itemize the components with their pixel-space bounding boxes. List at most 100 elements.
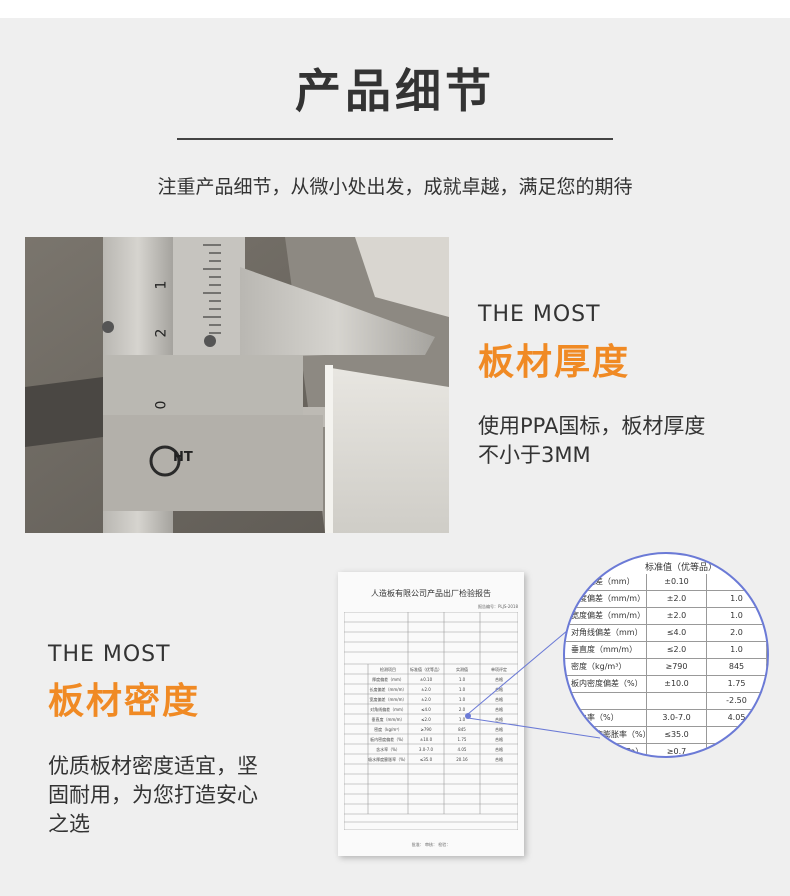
report-row: 含水率（%） 3.0-7.0 4.05 合格 — [368, 745, 518, 755]
report-cell: 3.0-7.0 — [418, 747, 434, 752]
report-cell: 合格 — [495, 717, 503, 722]
report-cell: 标准值（优等品） — [410, 667, 442, 672]
caliper-photo: 1 2 0 HT — [25, 237, 449, 533]
zoom-table-cell: 1.0 — [707, 591, 767, 607]
report-cell: ≤4.0 — [421, 707, 431, 712]
zoom-table-cell — [647, 693, 707, 709]
report-cell: 对角线偏差（mm） — [370, 707, 406, 712]
report-cell: 合格 — [495, 737, 503, 742]
report-footer: 批准： 审核： 检验： — [411, 842, 451, 847]
report-cell: 合格 — [495, 677, 503, 682]
section2-desc-line3: 之选 — [48, 812, 90, 836]
zoom-table-row: 内结合强度（MPa）≥0.7 — [565, 744, 767, 756]
report-cell: 20.16 — [456, 757, 468, 762]
zoom-table-cell: 1.75 — [707, 676, 767, 692]
report-cell: 4.05 — [457, 747, 467, 752]
report-cell: 垂直度（mm/m） — [371, 717, 405, 722]
section2-label-en: THE MOST — [48, 642, 171, 667]
report-paper: 人造板有限公司产品出厂检验报告 报告编号：PLJS-2018 — [338, 572, 524, 856]
zoom-table-cell: ±2.0 — [647, 591, 707, 607]
zoom-table-cell: 4.05 — [707, 710, 767, 726]
zoom-table-cell — [707, 744, 767, 756]
section2-description: 优质板材密度适宜，坚 固耐用，为您打造安心 之选 — [48, 752, 258, 839]
zoom-table-cell: 宽度偏差（mm/m） — [565, 608, 647, 624]
zoom-table-cell: ±2.0 — [647, 608, 707, 624]
zoom-line-top — [467, 619, 581, 715]
zoom-table-cell: 3.0-7.0 — [647, 710, 707, 726]
zoom-table-cell: 厚度偏差（mm） — [565, 574, 647, 590]
report-cell: 含水率（%） — [376, 747, 400, 752]
section1-description: 使用PPA国标，板材厚度 不小于3MM — [478, 412, 705, 470]
zoom-table-cell: ≥0.7 — [647, 744, 707, 756]
report-cell: 1.0 — [458, 697, 466, 702]
report-cell: 吸水厚度膨胀率（%） — [368, 757, 408, 762]
report-cell: 1.0 — [458, 717, 466, 722]
report-cell: 1.75 — [457, 737, 467, 742]
zoom-table-cell: 1.0 — [707, 608, 767, 624]
section1-desc-line1: 使用PPA国标，板材厚度 — [478, 414, 706, 438]
report-row: 垂直度（mm/m） ≤2.0 1.0 合格 — [368, 715, 518, 725]
zoom-table-cell: ≥790 — [647, 659, 707, 675]
report-cell: ±0.10 — [419, 677, 433, 682]
zoom-table-cell — [565, 693, 647, 709]
zoom-table-cell: ≤35.0 — [647, 727, 707, 743]
report-cell: 板内密度偏差（%） — [370, 737, 406, 742]
report-cell: 合格 — [495, 687, 503, 692]
section1-desc-line2: 不小于3MM — [478, 443, 591, 467]
zoom-table-cell: 2.0 — [707, 625, 767, 641]
report-cell: ≤35.0 — [419, 757, 433, 762]
report-cell: ≥790 — [420, 727, 432, 732]
report-cell: 密度（kg/m³） — [374, 727, 402, 732]
report-cell: ±2.0 — [421, 697, 431, 702]
report-cell: 检测项目 — [380, 667, 396, 672]
section2-label-cn: 板材密度 — [48, 681, 201, 722]
zoom-table-cell: 内结合强度（MPa） — [565, 744, 647, 756]
zoom-table-cell: 对角线偏差（mm） — [565, 625, 647, 641]
section2-desc-line2: 固耐用，为您打造安心 — [48, 783, 258, 807]
report-table-grid — [344, 612, 518, 830]
zoom-table-cell: ±0.10 — [647, 574, 707, 590]
zoom-anchor-dot — [465, 713, 471, 719]
zoom-table-cell: ±10.0 — [647, 676, 707, 692]
zoom-table-cell: 垂直度（mm/m） — [565, 642, 647, 658]
zoom-table-cell: 板内密度偏差（%） — [565, 676, 647, 692]
zoom-table-cell: 1.0 — [707, 642, 767, 658]
report-cell: 合格 — [495, 747, 503, 752]
report-cell: 厚度偏差（mm） — [372, 677, 404, 682]
report-cell: 单项评定 — [491, 667, 507, 672]
report-cell: 合格 — [495, 727, 503, 732]
report-cell: 实测值 — [456, 667, 468, 672]
zoom-table-cell: -2.50 — [707, 693, 767, 709]
section1-label-en: THE MOST — [478, 302, 601, 327]
zoom-table-cell: 20 — [707, 727, 767, 743]
zoom-table-cell: ≤4.0 — [647, 625, 707, 641]
zoom-table-cell: 长度偏差（mm/m） — [565, 591, 647, 607]
caliper-illustration — [25, 237, 449, 533]
report-row: 密度（kg/m³） ≥790 845 合格 — [368, 725, 518, 735]
report-number: 报告编号：PLJS-2018 — [478, 604, 518, 609]
report-row: 检测项目 标准值（优等品） 实测值 单项评定 — [368, 665, 518, 675]
report-cell: 长度偏差（mm/m） — [369, 687, 407, 692]
page-subtitle: 注重产品细节，从微小处出发，成就卓越，满足您的期待 — [157, 176, 633, 198]
zoom-table-cell: 845 — [707, 659, 767, 675]
report-cell: 845 — [458, 727, 466, 732]
report-cell: 合格 — [495, 697, 503, 702]
report-cell: ≤2.0 — [421, 717, 431, 722]
